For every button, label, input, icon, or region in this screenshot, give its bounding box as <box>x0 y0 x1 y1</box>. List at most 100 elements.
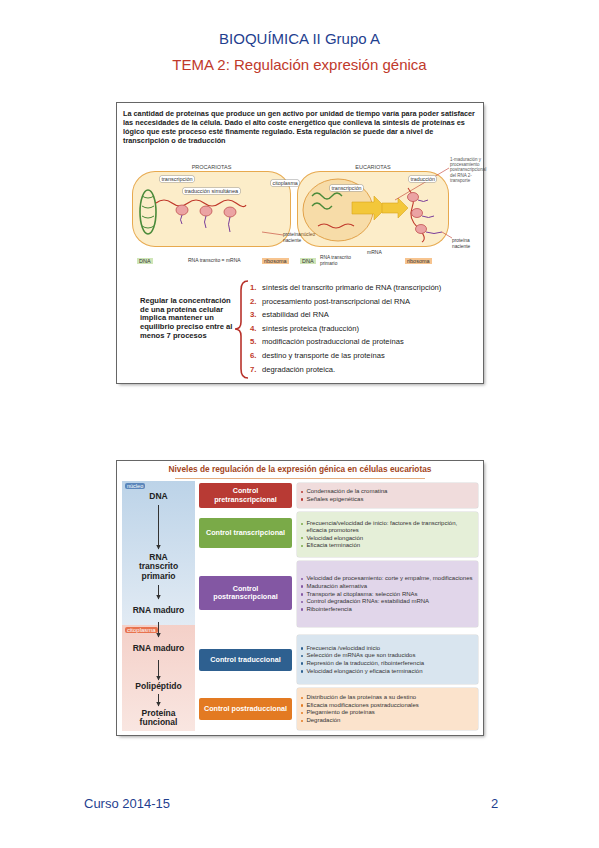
control-header: Control traduccional <box>199 649 292 671</box>
bullet-dot <box>301 704 303 706</box>
ribosome <box>200 206 212 216</box>
bullet-box: Frecuencia /velocidad inicioSelección de… <box>297 635 478 684</box>
transport-arrow <box>382 198 408 218</box>
bullet-text: Condensación de la cromatina <box>306 488 387 495</box>
node-heading: citoplasma <box>125 627 158 633</box>
node-text: Polipéptido <box>135 682 181 691</box>
leader-line <box>395 168 449 200</box>
bullet-dot <box>301 498 303 500</box>
eukaryote-cell: EUCARIOTAS <box>298 172 448 246</box>
node-text: RNA transcrito primario <box>130 553 187 581</box>
cytoplasm-panel: citoplasmaRNA maduroPolipéptidoProteína … <box>122 625 195 731</box>
bullet-text: Plegamiento de proteínas <box>306 709 374 716</box>
bullet-row: Maduración alternativa <box>301 583 474 590</box>
bullet-row: Distribución de las proteínas a su desti… <box>301 694 474 701</box>
bullet-box: Velocidad de procesamiento: corte y empa… <box>297 561 478 627</box>
bullet-text: Señales epigenéticas <box>306 496 363 503</box>
primary-transcript <box>318 224 354 228</box>
bullet-row: Degradación <box>301 717 474 724</box>
page-title: BIOQUÍMICA II Grupo A <box>0 30 599 47</box>
bullet-text: Velocidad elongación y eficacia terminac… <box>306 668 422 675</box>
slide-frame: La cantidad de proteínas que produce un … <box>117 103 483 383</box>
bullet-dot <box>301 523 303 525</box>
node-text: Control transcripcional <box>206 529 285 537</box>
bullet-row: Plegamiento de proteínas <box>301 709 474 716</box>
bullet-text: Distribución de las proteínas a su desti… <box>306 694 416 701</box>
node-text: RNA maduro <box>133 606 185 615</box>
bullet-row: Condensación de la cromatina <box>301 488 474 495</box>
node-text: Proteína funcional <box>130 709 187 728</box>
leader-line <box>262 232 283 235</box>
bullet-dot <box>301 545 303 547</box>
mrna-strand <box>408 188 424 242</box>
bullet-text: Degradación <box>306 717 340 724</box>
node-text: Control traduccional <box>210 656 280 664</box>
bullet-row: Frecuencia/velocidad de inicio: factores… <box>301 520 474 534</box>
footer-text: Curso 2014-15 <box>84 797 170 812</box>
bullet-row: Velocidad elongación y eficacia terminac… <box>301 668 474 675</box>
node-text: Control pretranscripcional <box>202 487 289 504</box>
bullet-row: Transporte al citoplasma: selección RNAs <box>301 591 474 598</box>
node-heading: núcleo <box>125 483 145 489</box>
bullet-text: Transporte al citoplasma: selección RNAs <box>306 591 417 598</box>
flow-step: Polipéptido <box>130 681 187 693</box>
flow-step: DNA <box>130 490 187 504</box>
flow-arrow <box>158 505 159 549</box>
subtitle: TEMA 2: Regulación expresión génica <box>0 56 599 73</box>
bullet-dot <box>301 670 303 672</box>
bullet-box: Distribución de las proteínas a su desti… <box>297 688 478 730</box>
bullet-dot <box>301 655 303 657</box>
bullet-text: Maduración alternativa <box>306 583 367 590</box>
bullet-dot <box>301 585 303 587</box>
bullet-text: Frecuencia/velocidad de inicio: factores… <box>306 520 474 534</box>
bullet-row: Frecuencia /velocidad inicio <box>301 645 474 652</box>
title-underline <box>175 478 425 479</box>
node-text: DNA <box>149 492 167 501</box>
page-number: 2 <box>491 797 498 812</box>
bullet-row: Velocidad elongación <box>301 535 474 542</box>
bullet-dot <box>301 608 303 610</box>
bullet-dot <box>301 712 303 714</box>
node-heading: PROCARIOTAS <box>133 164 290 170</box>
bullet-text: Eficacia terminación <box>306 542 360 549</box>
node-heading: EUCARIOTAS <box>298 164 448 170</box>
ribosome <box>176 205 188 215</box>
bullet-text: Velocidad de procesamiento: corte y empa… <box>306 575 472 582</box>
bullet-text: Selección de mRNAs que son traducidos <box>306 652 415 659</box>
bullet-dot <box>301 697 303 699</box>
bullet-text: Control degradación RNAs: estabilidad mR… <box>306 598 429 605</box>
bullet-row: Selección de mRNAs que son traducidos <box>301 652 474 659</box>
flow-arrow <box>158 585 159 599</box>
bullet-dot <box>301 578 303 580</box>
flow-step: RNA maduro <box>130 638 187 659</box>
slide-frame: Niveles de regulación de la expresión gé… <box>117 461 483 735</box>
control-header: Control postranscripcional <box>199 576 292 610</box>
bullet-box: Condensación de la cromatinaSeñales epig… <box>297 483 478 508</box>
processing-arrow <box>352 196 386 220</box>
bullet-row: Eficacia terminación <box>301 542 474 549</box>
bullet-text: Frecuencia /velocidad inicio <box>306 645 380 652</box>
bullet-row: Señales epigenéticas <box>301 496 474 503</box>
control-header: Control pretranscripcional <box>199 483 292 508</box>
control-header: Control transcripcional <box>199 518 292 548</box>
nascent-protein <box>181 215 231 232</box>
bullet-dot <box>301 662 303 664</box>
nucleus-panel: núcleoDNA RNA transcrito primarioRNA madu… <box>122 481 195 625</box>
bullet-row: Ribointerferencia <box>301 606 474 613</box>
bullet-row: Eficacia modificaciones postraduccionale… <box>301 702 474 709</box>
bullet-text: Ribointerferencia <box>306 606 351 613</box>
node-heading: La cantidad de proteínas que produce un … <box>123 110 477 146</box>
bullet-row: Control degradación RNAs: estabilidad mR… <box>301 598 474 605</box>
flow-step: RNA maduro <box>130 600 187 621</box>
nucleus <box>303 179 373 241</box>
node-text: RNA maduro <box>133 644 185 653</box>
bullet-row: Represión de la traducción, ribointerfer… <box>301 660 474 667</box>
bullet-box: Frecuencia/velocidad de inicio: factores… <box>297 512 478 557</box>
bacterial-dna <box>140 190 156 234</box>
node-text: Control postraduccional <box>204 705 287 713</box>
bullet-dot <box>301 647 303 649</box>
ribosome <box>408 193 419 202</box>
nascent-protein <box>418 200 442 234</box>
